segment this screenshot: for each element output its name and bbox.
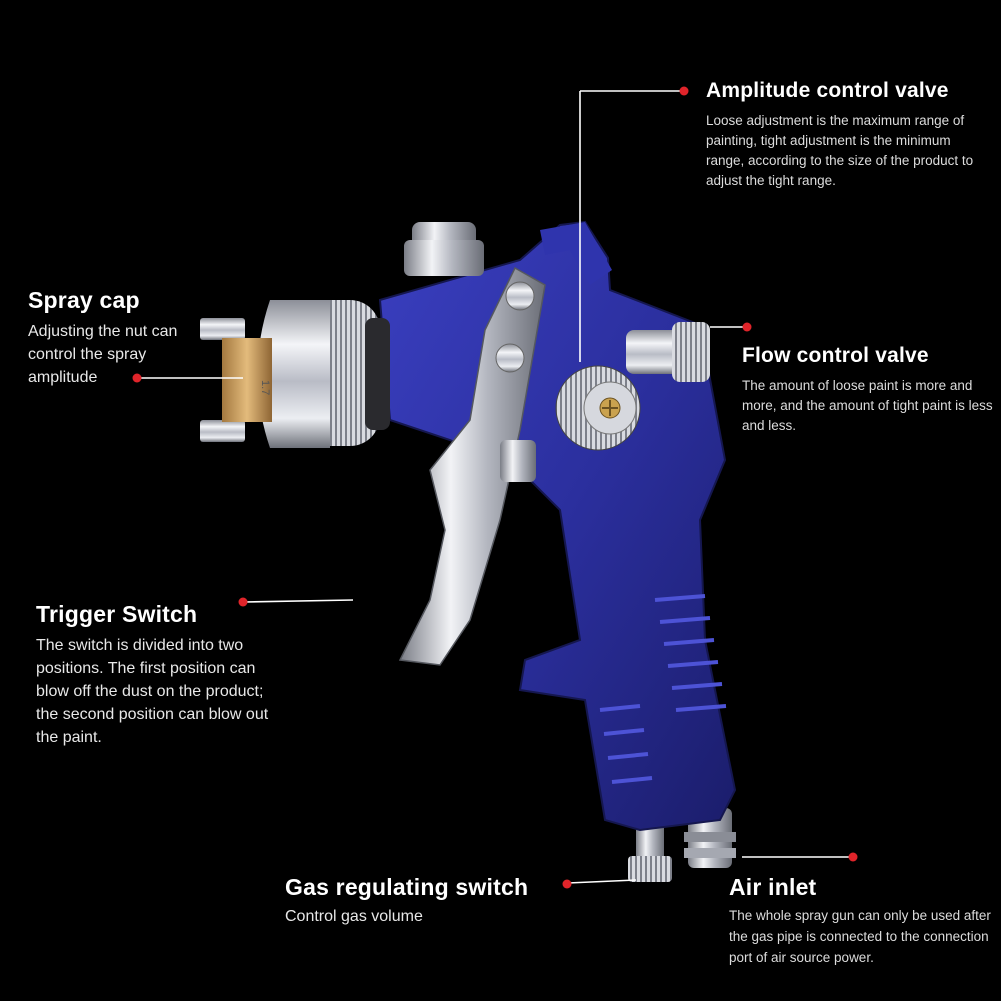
flow-control-fitting bbox=[626, 322, 710, 382]
amplitude-control-valve-title: Amplitude control valve bbox=[706, 79, 949, 102]
air-inlet-title: Air inlet bbox=[729, 874, 817, 900]
leader-gas-regulating bbox=[562, 879, 637, 889]
trigger-pivot-lower bbox=[495, 343, 525, 373]
spray-cap-title: Spray cap bbox=[28, 287, 140, 313]
spray-cap: 1.7 bbox=[200, 300, 330, 448]
callout-amplitude-control-valve: Amplitude control valve Loose adjustment… bbox=[706, 77, 996, 191]
callout-gas-regulating-switch: Gas regulating switch Control gas volume bbox=[285, 873, 555, 928]
amplitude-knob bbox=[555, 365, 641, 451]
leader-trigger bbox=[238, 597, 354, 607]
amplitude-control-valve-desc: Loose adjustment is the maximum range of… bbox=[706, 113, 974, 188]
flow-control-valve-desc: The amount of loose paint is more and mo… bbox=[742, 378, 993, 433]
leader-flow-control bbox=[710, 322, 752, 332]
gun-body bbox=[378, 220, 737, 832]
callout-trigger-switch: Trigger Switch The switch is divided int… bbox=[36, 600, 281, 749]
grip-ribs bbox=[599, 594, 727, 784]
callout-spray-cap: Spray cap Adjusting the nut can control … bbox=[28, 286, 208, 389]
leader-spray-cap bbox=[132, 373, 243, 383]
hanger-hook bbox=[540, 222, 612, 285]
spray-cap-desc: Adjusting the nut can control the spray … bbox=[28, 323, 178, 386]
nozzle-size-marking: 1.7 bbox=[259, 380, 271, 395]
gas-regulating-switch-title: Gas regulating switch bbox=[285, 874, 529, 900]
trigger-switch-desc: The switch is divided into two positions… bbox=[36, 637, 269, 746]
leader-amplitude bbox=[579, 86, 689, 362]
gas-regulating-switch-desc: Control gas volume bbox=[285, 908, 423, 925]
spray-gun: 1.7 bbox=[200, 220, 737, 882]
flow-control-valve-title: Flow control valve bbox=[742, 344, 929, 367]
air-valve-stem bbox=[500, 440, 536, 482]
callout-air-inlet: Air inlet The whole spray gun can only b… bbox=[729, 873, 997, 968]
air-inlet-desc: The whole spray gun can only be used aft… bbox=[729, 908, 991, 965]
leader-air-inlet bbox=[742, 852, 858, 862]
trigger-switch-title: Trigger Switch bbox=[36, 601, 198, 627]
paint-inlet bbox=[404, 222, 484, 276]
trigger-pivot-upper bbox=[505, 281, 535, 311]
callout-flow-control-valve: Flow control valve The amount of loose p… bbox=[742, 342, 997, 436]
